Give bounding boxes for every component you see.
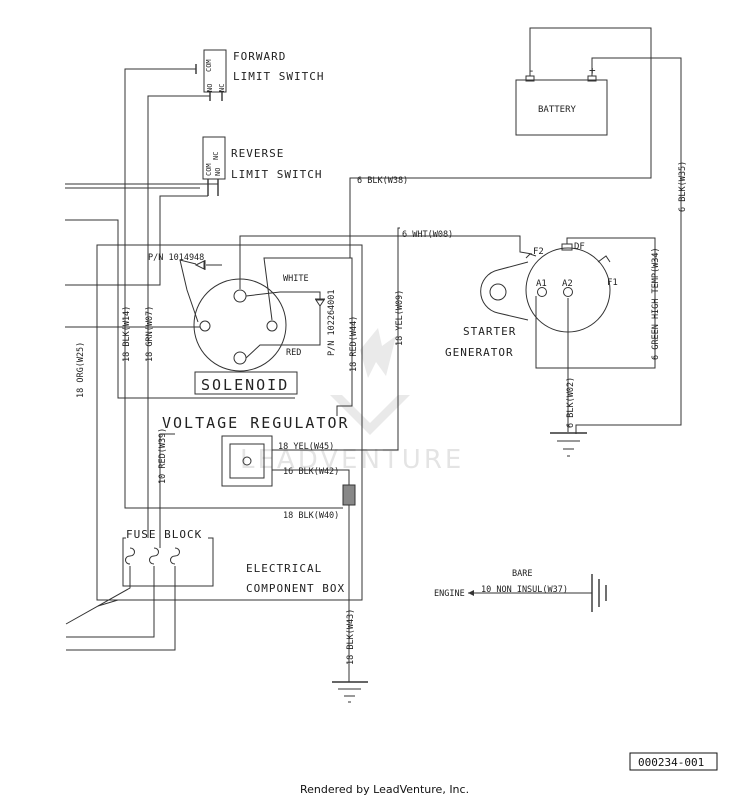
wire-labels: 6 BLK(W38) 6 BLK(W35) 6 WHT(W08) 6 GREEN… bbox=[76, 161, 688, 665]
solenoid-red-label: RED bbox=[286, 348, 301, 358]
reverse-switch-line2: LIMIT SWITCH bbox=[231, 168, 322, 181]
battery-neg: - bbox=[528, 64, 536, 77]
voltage-regulator: VOLTAGE REGULATOR bbox=[162, 414, 356, 506]
wires bbox=[65, 27, 682, 703]
forward-switch-line2: LIMIT SWITCH bbox=[233, 70, 324, 83]
wire-w45: 18 YEL(W45) bbox=[278, 442, 334, 452]
ground-block bbox=[342, 484, 356, 506]
wire-w02: 6 BLK(W02) bbox=[566, 377, 576, 428]
wire-w42: 16 BLK(W42) bbox=[283, 467, 339, 477]
wire-w39: 10 RED(W39) bbox=[158, 428, 168, 484]
label-f1: F1 bbox=[607, 278, 618, 288]
forward-pin-no: NO bbox=[206, 84, 214, 92]
fuse-block-body bbox=[122, 537, 214, 587]
terminal-a2 bbox=[563, 287, 573, 297]
label-df: DF bbox=[574, 242, 585, 252]
component-box-line2: COMPONENT BOX bbox=[246, 582, 345, 595]
forward-switch-line1: FORWARD bbox=[233, 50, 286, 63]
wire-w43: 18 BLK(W43) bbox=[346, 609, 356, 665]
voltage-regulator-body bbox=[221, 435, 273, 487]
label-a1: A1 bbox=[536, 279, 547, 289]
fuse-block: FUSE BLOCK bbox=[122, 527, 214, 587]
battery-body bbox=[515, 79, 608, 136]
diode: P/N 102264001 bbox=[315, 289, 337, 356]
wire-w25: 18 ORG(W25) bbox=[76, 342, 86, 398]
terminal-a1 bbox=[537, 287, 547, 297]
starter-generator-line1: STARTER bbox=[463, 325, 516, 338]
forward-pin-com: COM bbox=[205, 59, 213, 72]
wire-w08: 6 WHT(W08) bbox=[402, 230, 453, 240]
wire-w34: 6 GREEN HIGH TEMP(W34) bbox=[651, 247, 661, 360]
reverse-pin-no: NO bbox=[214, 168, 222, 176]
reverse-switch-line1: REVERSE bbox=[231, 147, 284, 160]
wire-w09: 18 YEL(W09) bbox=[395, 290, 405, 346]
bare-label: BARE bbox=[512, 569, 532, 579]
component-box-line1: ELECTRICAL bbox=[246, 562, 322, 575]
starter-generator-line2: GENERATOR bbox=[445, 346, 514, 359]
reverse-pin-nc: NC bbox=[212, 152, 220, 160]
wire-w37: 10 NON INSUL(W37) bbox=[481, 585, 568, 595]
electrical-component-box bbox=[96, 244, 363, 601]
ref-number-box bbox=[629, 752, 718, 771]
battery-pos: + bbox=[589, 64, 597, 77]
ref-number: 000234-001 bbox=[638, 756, 704, 769]
forward-switch-body bbox=[203, 49, 227, 93]
wire-w40: 18 BLK(W40) bbox=[283, 511, 339, 521]
footer-credit: Rendered by LeadVenture, Inc. bbox=[300, 783, 469, 796]
battery-label: BATTERY bbox=[538, 105, 577, 115]
reverse-switch-body bbox=[202, 136, 226, 180]
label-f2: F2 bbox=[533, 247, 544, 257]
reverse-limit-switch: COM NO NC REVERSE LIMIT SWITCH bbox=[202, 136, 322, 196]
solenoid-label: SOLENOID bbox=[201, 376, 289, 394]
solenoid-part-number: P/N 1014948 bbox=[148, 253, 204, 263]
wire-w44: 18 RED(W44) bbox=[349, 316, 359, 372]
voltage-regulator-label: VOLTAGE REGULATOR bbox=[162, 414, 350, 432]
engine-label: ENGINE bbox=[434, 589, 465, 599]
starter-generator: A1 A2 DF F2 F1 STARTER GENERATOR bbox=[445, 242, 618, 359]
solenoid: SOLENOID P/N 1014948 WHITE RED bbox=[148, 253, 309, 395]
label-a2: A2 bbox=[562, 279, 573, 289]
fuse-block-label: FUSE BLOCK bbox=[126, 528, 202, 541]
wire-w35: 6 BLK(W35) bbox=[678, 161, 688, 212]
forward-pin-nc: NC bbox=[218, 84, 226, 92]
forward-limit-switch: COM NO NC FORWARD LIMIT SWITCH bbox=[195, 49, 324, 101]
engine-ground: ENGINE BARE bbox=[434, 569, 607, 612]
wire-w07: 18 GRN(W07) bbox=[145, 306, 155, 362]
solenoid-white-label: WHITE bbox=[283, 274, 309, 284]
wire-w14: 18 BLK(W14) bbox=[122, 306, 132, 362]
reverse-pin-com: COM bbox=[205, 163, 213, 176]
diode-part-number: P/N 102264001 bbox=[327, 289, 337, 356]
wire-w38: 6 BLK(W38) bbox=[357, 176, 408, 186]
